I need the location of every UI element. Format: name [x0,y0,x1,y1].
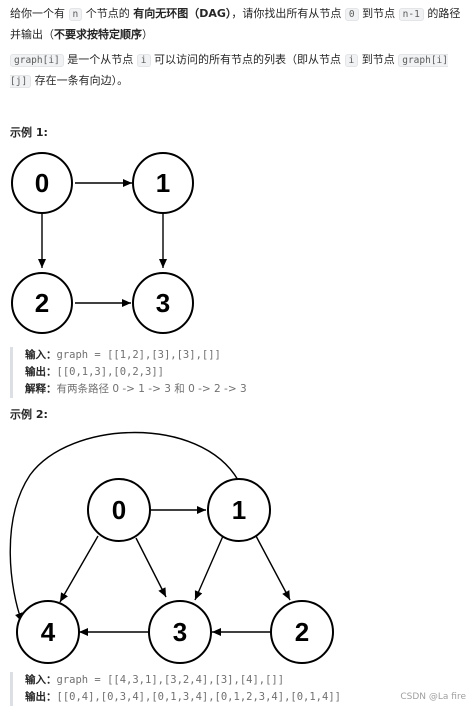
code-n: n [68,8,83,21]
edge-0-3 [135,537,167,598]
explanation-line: 解释：有两条路径 0 -> 1 -> 3 和 0 -> 2 -> 3 [25,381,247,398]
output-line: 输出：[[0,4],[0,3,4],[0,1,3,4],[0,1,2,3,4],… [25,689,341,706]
node-label: 0 [112,495,126,525]
input-value: graph = [[1,2],[3],[3],[]] [56,349,221,361]
example2-io: 输入：graph = [[4,3,1],[3,2,4],[3],[4],[]] … [10,672,341,706]
node-4: 4 [16,600,80,664]
node-2: 2 [270,600,334,664]
node-label: 2 [295,617,309,647]
order-note: 不要求按特定顺序 [54,28,142,41]
input-line: 输入：graph = [[1,2],[3],[3],[]] [25,347,247,364]
definition-text: 可以访问的所有节点的列表（即从节点 [150,53,345,66]
node-label: 1 [156,168,170,198]
explanation-value: 有两条路径 0 -> 1 -> 3 和 0 -> 2 -> 3 [56,383,247,395]
node-2: 2 [11,272,73,334]
graph-definition: graph[i] 是一个从节点 i 可以访问的所有节点的列表（即从节点 i 到节… [10,50,466,92]
node-label: 0 [35,168,49,198]
example2-heading: 示例 2: [10,408,48,421]
node-1: 1 [207,478,271,542]
output-value: [[0,1,3],[0,2,3]] [56,366,164,378]
input-label: 输入： [25,674,57,686]
node-label: 1 [232,495,246,525]
statement-text: 给你一个有 [10,7,69,20]
node-label: 3 [156,288,170,318]
example1-heading: 示例 1: [10,126,48,139]
code-n-minus-1: n-1 [398,8,424,21]
statement-text: 的路径并输出（ [10,7,461,41]
code-i: i [344,54,359,67]
edge-0-4 [59,535,99,603]
statement-text: 个节点的 [82,7,134,20]
dag-term: 有向无环图（DAG） [133,7,232,20]
node-label: 3 [173,617,187,647]
code-i: i [136,54,151,67]
input-line: 输入：graph = [[4,3,1],[3,2,4],[3],[4],[]] [25,672,341,689]
definition-text: 是一个从节点 [63,53,137,66]
input-value: graph = [[4,3,1],[3,2,4],[3],[4],[]] [56,674,285,686]
output-label: 输出： [25,691,57,703]
example2-graph-diagram: 0 1 2 3 4 [9,431,334,664]
statement-text: 到节点 [358,7,399,20]
code-graph-i: graph[i] [10,54,64,67]
code-zero: 0 [344,8,359,21]
node-0: 0 [87,478,151,542]
node-0: 0 [11,152,73,214]
output-label: 输出： [25,366,57,378]
edge-1-4-curve [9,431,239,623]
edge-1-3 [194,535,224,601]
edge-1-2 [255,535,291,601]
node-label: 4 [41,617,56,647]
example1-graph-diagram: 0 1 2 3 [11,152,194,334]
problem-statement: 给你一个有 n 个节点的 有向无环图（DAG），请你找出所有从节点 0 到节点 … [10,4,466,45]
node-3: 3 [132,272,194,334]
output-line: 输出：[[0,1,3],[0,2,3]] [25,364,247,381]
node-1: 1 [132,152,194,214]
node-3: 3 [148,600,212,664]
definition-text: 存在一条有向边）。 [31,74,129,87]
statement-text: ） [142,28,153,41]
example1-io: 输入：graph = [[1,2],[3],[3],[]] 输出：[[0,1,3… [10,347,247,398]
output-value: [[0,4],[0,3,4],[0,1,3,4],[0,1,2,3,4],[0,… [56,691,341,703]
node-label: 2 [35,288,49,318]
watermark: CSDN @La fire [400,692,466,702]
statement-text: ，请你找出所有从节点 [231,7,345,20]
input-label: 输入： [25,349,57,361]
explanation-label: 解释： [25,383,57,395]
definition-text: 到节点 [358,53,399,66]
